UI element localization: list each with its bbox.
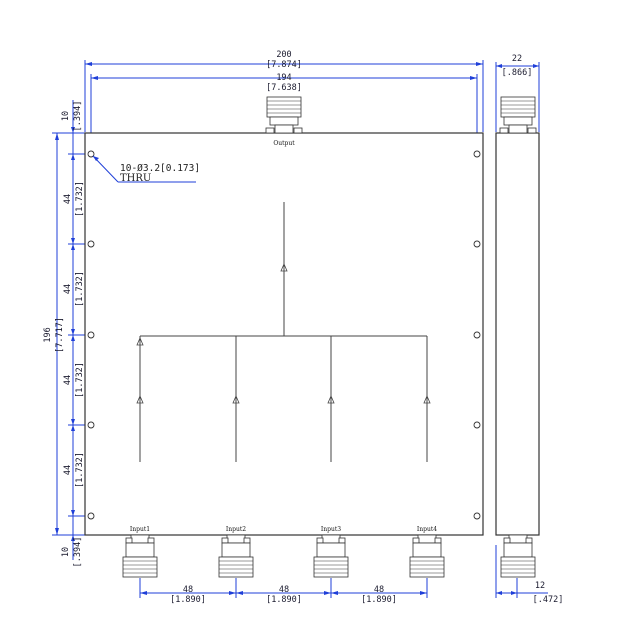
overall-width-in: [7.874] bbox=[266, 60, 302, 70]
internal-routing bbox=[136, 202, 431, 462]
bottom-offset-in: [.394] bbox=[73, 537, 83, 568]
dim-side-width: 22 [.866] bbox=[495, 54, 540, 132]
dim-connector-pitch: 48 [1.890] 48 [1.890] 48 [1.890] bbox=[139, 578, 428, 605]
hole-right-1 bbox=[473, 150, 481, 158]
pitch-3-in: [1.732] bbox=[75, 362, 85, 398]
input1-connector bbox=[122, 534, 158, 578]
input1-label: Input1 bbox=[130, 526, 150, 533]
hole-left-3 bbox=[87, 331, 95, 339]
side-width-mm: 22 bbox=[512, 54, 522, 64]
input4-connector bbox=[409, 534, 445, 578]
hole-span-mm: 194 bbox=[276, 73, 291, 83]
pitch-4-mm: 44 bbox=[63, 465, 73, 475]
side-top-connector bbox=[499, 96, 537, 134]
hole-right-2 bbox=[473, 240, 481, 248]
hole-right-5 bbox=[473, 512, 481, 520]
dim-side-connector: 12 [.472] bbox=[495, 545, 564, 605]
input3-label: Input3 bbox=[321, 526, 341, 533]
hole-right-4 bbox=[473, 421, 481, 429]
hole-span-in: [7.638] bbox=[266, 83, 302, 93]
input2-connector bbox=[218, 534, 254, 578]
input4-label: Input4 bbox=[417, 526, 437, 533]
hole-left-2 bbox=[87, 240, 95, 248]
connector-pitch-1-in: [1.890] bbox=[170, 595, 206, 605]
connector-pitch-2-mm: 48 bbox=[279, 585, 289, 595]
side-connector-mm: 12 bbox=[535, 581, 545, 591]
output-label: Output bbox=[273, 140, 295, 147]
front-view-body bbox=[84, 132, 484, 536]
height-in: [7.717] bbox=[55, 317, 65, 353]
connector-pitch-1-mm: 48 bbox=[183, 585, 193, 595]
height-mm: 196 bbox=[43, 327, 53, 342]
side-width-in: [.866] bbox=[502, 68, 533, 78]
hole-left-4 bbox=[87, 421, 95, 429]
connector-pitch-2-in: [1.890] bbox=[266, 595, 302, 605]
connector-pitch-3-in: [1.890] bbox=[361, 595, 397, 605]
pitch-3-mm: 44 bbox=[63, 375, 73, 385]
pitch-1-in: [1.732] bbox=[75, 181, 85, 217]
pitch-2-mm: 44 bbox=[63, 284, 73, 294]
hole-right-3 bbox=[473, 331, 481, 339]
hole-left-5 bbox=[87, 512, 95, 520]
holes-note-line1: 10-Ø3.2[0.173] bbox=[120, 163, 200, 174]
side-bottom-connector bbox=[500, 534, 536, 578]
bottom-offset-mm: 10 bbox=[61, 547, 71, 557]
connector-pitch-3-mm: 48 bbox=[374, 585, 384, 595]
mounting-holes bbox=[87, 150, 481, 520]
pitch-1-mm: 44 bbox=[63, 194, 73, 204]
hole-callout: 10-Ø3.2[0.173] THRU bbox=[92, 155, 200, 184]
pitch-4-in: [1.732] bbox=[75, 452, 85, 488]
input3-connector bbox=[313, 534, 349, 578]
hole-left-1 bbox=[87, 150, 95, 158]
dim-overall-width: 200 [7.874] bbox=[84, 50, 484, 132]
holes-note-line2: THRU bbox=[120, 173, 151, 184]
overall-width-mm: 200 bbox=[276, 50, 291, 60]
side-connector-in: [.472] bbox=[533, 595, 564, 605]
output-connector bbox=[265, 96, 303, 134]
top-offset-in: [.394] bbox=[73, 101, 83, 132]
side-view-body bbox=[495, 132, 540, 536]
input2-label: Input2 bbox=[226, 526, 246, 533]
pitch-2-in: [1.732] bbox=[75, 271, 85, 307]
top-offset-mm: 10 bbox=[61, 111, 71, 121]
